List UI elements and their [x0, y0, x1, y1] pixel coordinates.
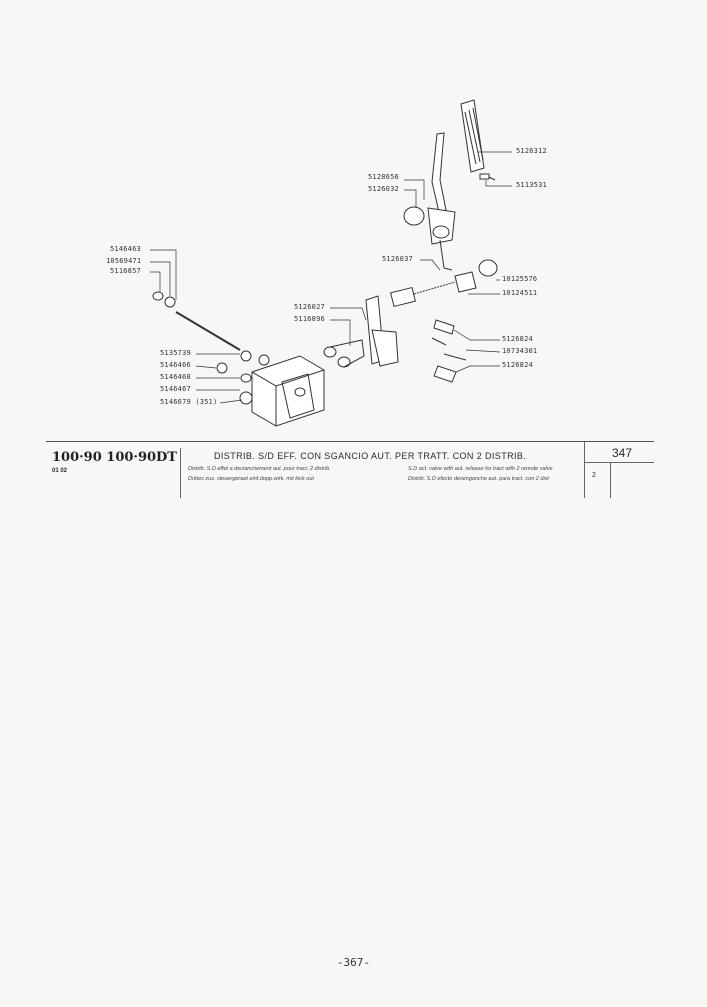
part-label: 5116896: [294, 315, 325, 323]
long-rod: [152, 291, 241, 351]
part-label: 5146463: [110, 245, 141, 253]
divider: [584, 462, 654, 463]
bracket: [323, 295, 399, 368]
washers: [216, 350, 270, 383]
threaded-yoke: [390, 271, 477, 308]
screw-5113531: [479, 173, 496, 181]
leader-lines: [150, 151, 512, 404]
part-label: 5126027: [294, 303, 325, 311]
title-block: 100·90 100·90DT 01 02 DISTRIB. S/D EFF. …: [46, 441, 654, 498]
page-number: -367-: [336, 956, 371, 969]
divider: [180, 448, 181, 498]
part-label: 5135739: [160, 349, 191, 357]
part-label: 5146468: [160, 373, 191, 381]
part-label: 5126824: [502, 335, 533, 343]
title-german: Drittes zus. steuergeraet einf.dopp.wirk…: [188, 476, 314, 482]
part-label: 5146467: [160, 385, 191, 393]
title-english: S.D act. valve with aut. release for tra…: [408, 466, 553, 472]
parts-diagram: [150, 99, 512, 427]
part-label: 5126032: [368, 185, 399, 193]
part-label: 5128656: [368, 173, 399, 181]
pins: [431, 319, 467, 383]
title-french: Distrib. S.D effet a declanchement aut. …: [188, 466, 331, 472]
part-label: 5146679 (351): [160, 398, 218, 406]
divider: [584, 442, 585, 498]
part-label: 5116857: [110, 267, 141, 275]
part-label: 5113531: [516, 181, 547, 189]
lever-arm: [403, 132, 456, 271]
part-label: 5126037: [382, 255, 413, 263]
part-label: 5126824: [502, 361, 533, 369]
divider: [610, 462, 611, 498]
bushing-10125576: [478, 259, 498, 277]
part-label: 10734301: [502, 347, 538, 355]
variant-number: 2: [592, 472, 596, 479]
valve-body: [239, 355, 325, 427]
part-label: 5146466: [160, 361, 191, 369]
part-label: 10125576: [502, 275, 538, 283]
title-spanish: Distrib. S.D efecto desenganche aut. par…: [408, 476, 549, 482]
part-label: 5126312: [516, 147, 547, 155]
model-year: 01 02: [52, 468, 68, 474]
handle-grip: [460, 99, 485, 173]
part-label: 10569471: [106, 257, 142, 265]
title-italian: DISTRIB. S/D EFF. CON SGANCIO AUT. PER T…: [214, 451, 527, 461]
model-name: 100·90 100·90DT: [52, 450, 177, 465]
part-label: 10124511: [502, 289, 538, 297]
page-code: 347: [612, 446, 633, 460]
